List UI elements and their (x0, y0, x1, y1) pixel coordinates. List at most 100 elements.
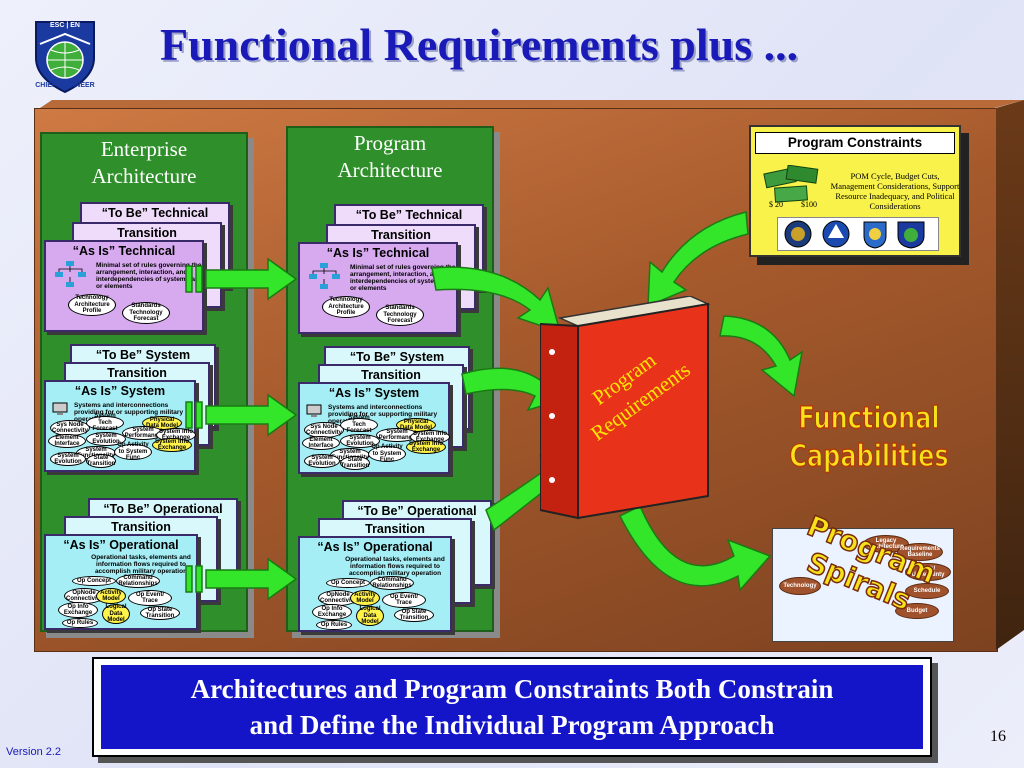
program-tech-asis-card-label: “As Is” Technical (326, 246, 430, 260)
program-ops-transition-card-label: Transition (365, 522, 425, 536)
summary-banner: Architectures and Program Constraints Bo… (92, 657, 932, 757)
enterprise-sys-transition-card-label: Transition (107, 366, 167, 380)
system-oval-10: Op Activity to System Func (368, 444, 406, 463)
tech-profile-oval: Technology Architecture Profile (68, 294, 116, 316)
enterprise-tech-tobe-card-label: “To Be” Technical (101, 206, 209, 220)
ops-oval-9: Op Rules (62, 618, 98, 628)
system-oval-4: System Performance (122, 426, 164, 440)
enterprise-heading: Enterprise Architecture (91, 137, 197, 189)
system-oval-8: System Info Exchange (152, 438, 192, 452)
hierarchy-icon (52, 260, 92, 290)
tech-profile-oval: Technology Architecture Profile (322, 296, 370, 318)
enterprise-sys-asis-card-label: “As Is” System (74, 384, 166, 398)
operational-description: Operational tasks, elements and informat… (91, 554, 191, 575)
ops-oval-8: Op State Transition (394, 608, 434, 622)
arrow-binder-to-functional (719, 315, 804, 398)
ops-oval-4: Activity Model (96, 588, 126, 604)
page-number: 16 (990, 728, 1006, 745)
computer-icon (52, 402, 68, 416)
logo-text-top: ESC | EN (50, 22, 80, 29)
standards-forecast-oval: Standards Technology Forecast (122, 302, 170, 324)
computer-icon (306, 404, 322, 418)
technical-description: Minimal set of rules governing the arran… (96, 262, 204, 290)
ops-oval-7: Logical Data Model (356, 606, 384, 626)
logo-text-bottom: CHIEF ENGINEER (35, 82, 95, 89)
ops-oval-5: Op Event/ Trace (128, 590, 172, 606)
system-oval-8: System Info Exchange (406, 440, 446, 454)
program-constraints-title: Program Constraints (755, 132, 955, 154)
program-sys-asis-card-label: “As Is” System (328, 386, 420, 400)
enterprise-tech-asis-card-label: “As Is” Technical (72, 244, 176, 258)
system-oval-2: System Tech Forecast (86, 413, 124, 432)
enterprise-ops-transition-card-label: Transition (111, 520, 171, 534)
ops-oval-4: Activity Model (350, 590, 380, 606)
summary-line-2: and Define the Individual Program Approa… (249, 710, 775, 740)
system-oval-1: Sys Node Connectivity (304, 422, 344, 438)
spiral-bubble-5: Budget (895, 603, 939, 619)
arrow-system (185, 393, 298, 437)
program-ops-asis-card-label: “As Is” Operational (317, 540, 433, 554)
ops-oval-8: Op State Transition (140, 606, 180, 620)
program-sys-tobe-card-label: “To Be” System (349, 350, 445, 364)
logo: ESC | EN CHIEF ENGINEER (26, 14, 104, 94)
ops-oval-5: Op Event/ Trace (382, 592, 426, 608)
spiral-bubble-2: Requirements Baseline (897, 543, 943, 561)
ops-oval-1: Op Concept (326, 578, 370, 588)
ops-oval-9: Op Rules (316, 620, 352, 630)
system-oval-12: State Transition (86, 454, 116, 468)
system-oval-7: System Evolution (86, 432, 126, 446)
agency-seals (777, 217, 939, 251)
version-label: Version 2.2 (6, 746, 62, 758)
arrow-binder-to-spirals (618, 504, 772, 592)
spiral-bubble-6: Technology (779, 577, 821, 595)
arrow-technical (185, 257, 298, 301)
system-oval-10: Op Activity to System Func (114, 442, 152, 461)
hierarchy-icon (306, 262, 346, 292)
enterprise-ops-tobe-card-label: “To Be” Operational (103, 502, 223, 516)
system-oval-7: System Evolution (340, 434, 380, 448)
system-oval-11: System Evolution (304, 454, 340, 468)
standards-forecast-oval: Standards Technology Forecast (376, 304, 424, 326)
system-oval-2: System Tech Forecast (340, 415, 378, 434)
system-oval-4: System Performance (376, 428, 418, 442)
ops-oval-1: Op Concept (72, 576, 116, 586)
spiral-bubble-3: Risk/ Uncertainty (905, 563, 951, 581)
program-heading: Program Architecture (337, 131, 443, 183)
arrow-constraints-to-binder (647, 211, 749, 308)
technical-description: Minimal set of rules governing the arran… (350, 264, 458, 292)
enterprise-ops-asis-card-label: “As Is” Operational (63, 538, 179, 552)
system-oval-12: State Transition (340, 456, 370, 470)
money-icon: $ 20 $100 (761, 164, 825, 209)
svg-text:$ 20: $ 20 (769, 200, 783, 209)
system-oval-6: Element Interface (302, 436, 340, 450)
program-constraints-box: Program Constraints POM Cycle, Budget Cu… (749, 125, 961, 257)
summary-line-1: Architectures and Program Constraints Bo… (190, 674, 834, 704)
functional-capabilities-label: Functional Capabilities (789, 400, 950, 475)
ops-oval-2: Command Relationships (116, 574, 160, 588)
slide-title: Functional Requirements plus ... (160, 19, 799, 70)
system-oval-6: Element Interface (48, 434, 86, 448)
ops-oval-7: Logical Data Model (102, 604, 130, 624)
program-ops-tobe-card-label: “To Be” Operational (357, 504, 477, 518)
program-constraints-description: POM Cycle, Budget Cuts, Management Consi… (830, 171, 960, 211)
system-oval-11: System Evolution (50, 452, 86, 466)
program-requirements-binder: Program Requirements (539, 295, 728, 520)
enterprise-tech-transition-card-label: Transition (117, 226, 177, 240)
operational-description: Operational tasks, elements and informat… (345, 556, 445, 577)
svg-text:$100: $100 (801, 200, 817, 209)
arrow-operational (185, 557, 298, 601)
arrow-tech-to-binder (431, 266, 562, 334)
program-tech-transition-card-label: Transition (371, 228, 431, 242)
program-sys-transition-card-label: Transition (361, 368, 421, 382)
program-tech-tobe-card-label: “To Be” Technical (355, 208, 463, 222)
spiral-bubble-4: Schedule (905, 583, 949, 599)
enterprise-sys-tobe-card-label: “To Be” System (95, 348, 191, 362)
